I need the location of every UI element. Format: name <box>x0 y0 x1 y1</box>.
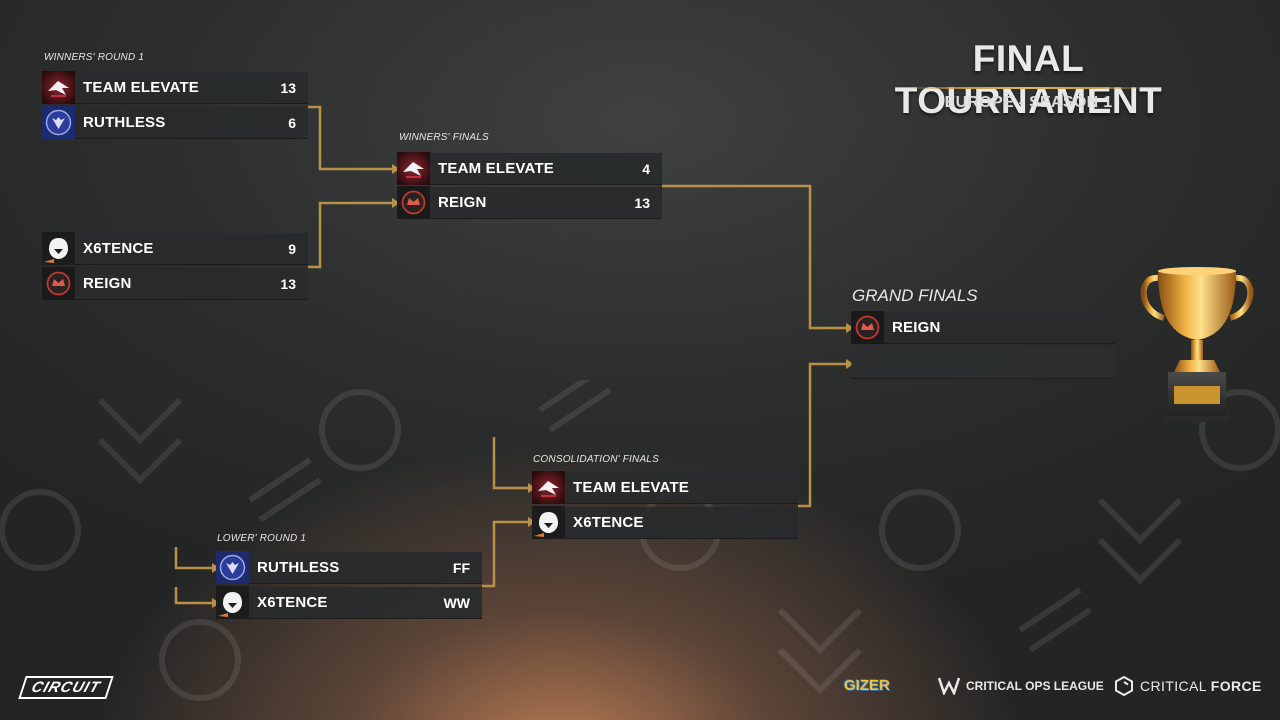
match-slot-gf-team1[interactable]: REIGN <box>851 312 1115 344</box>
title-divider <box>905 87 1150 89</box>
critical-force-text-a: CRITICAL <box>1140 678 1211 694</box>
reign-logo <box>397 186 430 219</box>
team-name: REIGN <box>438 194 487 211</box>
team-score: 13 <box>280 79 296 96</box>
match-slot-wr1-a-team1[interactable]: TEAM ELEVATE 13 <box>42 72 308 104</box>
tournament-subtitle: EUROPE - SEASON 1 <box>944 94 1113 111</box>
team-score: 9 <box>288 240 296 257</box>
match-slot-wf-team1[interactable]: TEAM ELEVATE 4 <box>397 153 662 185</box>
team-score: WW <box>443 594 470 611</box>
team-elevate-logo <box>397 152 430 185</box>
team-name: TEAM ELEVATE <box>438 160 555 177</box>
ruthless-logo <box>216 551 249 584</box>
critical-force-text-b: FORCE <box>1210 678 1262 694</box>
critical-ops-league-text: CRITICAL OPS LEAGUE <box>966 679 1104 693</box>
team-score: 13 <box>634 194 650 211</box>
critical-force-logo: CRITICAL FORCE <box>1114 676 1262 696</box>
match-slot-wr1-a-team2[interactable]: RUTHLESS 6 <box>42 107 308 139</box>
x6tence-logo <box>42 232 75 265</box>
critical-force-emblem-icon <box>1115 676 1133 696</box>
col-emblem-icon <box>938 677 960 695</box>
x6tence-logo <box>216 586 249 619</box>
team-name: X6TENCE <box>257 594 328 611</box>
round-label-lower-r1: LOWER' ROUND 1 <box>217 533 307 544</box>
team-name: RUTHLESS <box>83 114 166 131</box>
round-label-winners-r1: WINNERS' ROUND 1 <box>44 52 145 63</box>
team-score: FF <box>452 559 470 576</box>
team-elevate-logo <box>532 471 565 504</box>
round-label-grand-finals: GRAND FINALS <box>852 286 978 305</box>
match-slot-lr1-team2[interactable]: X6TENCE WW <box>216 587 482 619</box>
match-slot-wr1-b-team1[interactable]: X6TENCE 9 <box>42 233 308 265</box>
team-name: REIGN <box>892 319 941 336</box>
team-score: 6 <box>288 114 296 131</box>
match-slot-lr1-team1[interactable]: RUTHLESS FF <box>216 552 482 584</box>
critical-ops-league-logo: CRITICAL OPS LEAGUE <box>938 677 1104 695</box>
circuit-logo: CIRCUIT <box>18 676 114 699</box>
team-name: TEAM ELEVATE <box>83 79 200 96</box>
team-name: RUTHLESS <box>257 559 340 576</box>
x6tence-logo <box>532 506 565 539</box>
team-elevate-logo <box>42 71 75 104</box>
gizer-logo: GIZER <box>844 677 890 694</box>
team-name: X6TENCE <box>83 240 154 257</box>
match-slot-wr1-b-team2[interactable]: REIGN 13 <box>42 268 308 300</box>
team-name: REIGN <box>83 275 132 292</box>
tournament-title: FINAL TOURNAMENT <box>894 38 1163 121</box>
team-name: X6TENCE <box>573 514 644 531</box>
round-label-winners-finals: WINNERS' FINALS <box>399 132 489 143</box>
team-name: TEAM ELEVATE <box>573 479 690 496</box>
team-score: 13 <box>280 275 296 292</box>
round-label-consolation-finals: CONSOLIDATION' FINALS <box>533 454 659 465</box>
match-slot-cf-team1[interactable]: TEAM ELEVATE <box>532 472 798 504</box>
match-slot-wf-team2[interactable]: REIGN 13 <box>397 187 662 219</box>
reign-logo <box>42 267 75 300</box>
trophy-icon <box>1140 267 1254 422</box>
match-slot-gf-team2[interactable] <box>851 347 1115 379</box>
ruthless-logo <box>42 106 75 139</box>
match-slot-cf-team2[interactable]: X6TENCE <box>532 507 798 539</box>
reign-logo <box>851 311 884 344</box>
team-score: 4 <box>642 160 650 177</box>
